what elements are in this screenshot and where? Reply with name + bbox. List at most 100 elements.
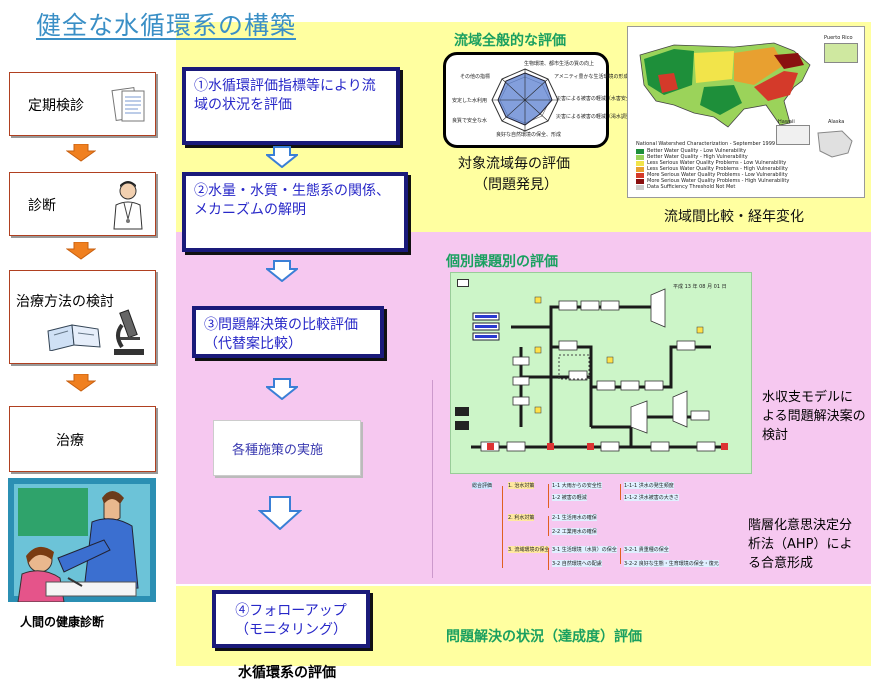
map-label-alaska: Alaska	[828, 119, 845, 125]
vertical-divider	[432, 380, 433, 578]
us-map	[639, 42, 811, 128]
center-step-2: ②水量・水質・生態系の関係、メカニズムの解明	[182, 172, 408, 252]
document-icon	[111, 87, 145, 122]
legend-swatch	[636, 178, 644, 184]
legend-label: Data Sufficiency Threshold Not Met	[647, 184, 736, 190]
ahp-root: 総合評価	[472, 482, 493, 489]
map-legend: Better Water Quality - Low Vulnerability…	[636, 148, 789, 190]
legend-label: More Serious Water Quality Problems - Lo…	[647, 172, 788, 178]
center-step-label: ③問題解決策の比較評価（代替案比較）	[204, 317, 358, 352]
teacher-student-illustration	[8, 478, 156, 602]
us-map-panel: Puerto Rico Hawaii Alaska National Water…	[627, 26, 865, 198]
legend-row: Better Water Quality - Low Vulnerability	[636, 148, 789, 154]
ahp-tree-line	[620, 548, 621, 564]
map-legend-title: National Watershed Characterization - Se…	[636, 141, 776, 147]
legend-row: More Serious Water Quality Problems - Hi…	[636, 178, 789, 184]
center-caption: 水循環系の評価	[238, 665, 336, 681]
center-step-label: ④フォローアップ（モニタリング）	[235, 603, 347, 638]
legend-row: Less Serious Water Quality Problems - Hi…	[636, 166, 789, 172]
legend-row: Data Sufficiency Threshold Not Met	[636, 184, 789, 190]
center-step-1: ①水循環評価指標等により流域の状況を評価	[182, 67, 400, 145]
achievement-evaluation-caption: 問題解決の状況（達成度）評価	[446, 629, 642, 645]
orange-down-arrow	[66, 144, 96, 162]
ahp-tree-line	[620, 484, 621, 500]
problem-discovery-caption: （問題発見）	[474, 177, 558, 193]
radar-label: 生物環境、都市生活の質の向上	[524, 61, 595, 67]
band-divider	[176, 584, 871, 586]
left-step-treatment-plan: 治療方法の検討	[9, 270, 156, 364]
center-step-label: ②水量・水質・生態系の関係、メカニズムの解明	[194, 183, 390, 218]
radar-label: 良好な自然環境の保全、形成	[496, 132, 562, 138]
legend-label: Less Serious Water Quality Problems - Lo…	[647, 160, 787, 166]
legend-label: Better Water Quality - High Vulnerabilit…	[647, 154, 748, 160]
ahp-tree-line	[548, 484, 549, 508]
puerto-rico-inset	[824, 43, 858, 63]
legend-row: More Serious Water Quality Problems - Lo…	[636, 172, 789, 178]
blue-down-arrow	[266, 146, 298, 168]
ahp-tree-line	[502, 486, 503, 568]
blue-down-arrow	[266, 378, 298, 400]
ahp-sub: 1-1-2 洪水被害の大きさ	[624, 494, 679, 501]
legend-swatch	[636, 172, 644, 178]
map-caption: 流域間比較・経年変化	[664, 209, 804, 225]
ahp-sub: 3-2-1 貴重種の保全	[624, 546, 669, 553]
book-icon	[47, 324, 101, 351]
orange-down-arrow	[66, 374, 96, 392]
legend-swatch	[636, 160, 644, 166]
center-step-label: ①水循環評価指標等により流域の状況を評価	[194, 78, 376, 113]
ahp-tree-line	[548, 516, 549, 536]
legend-row: Better Water Quality - High Vulnerabilit…	[636, 154, 789, 160]
left-step-label: 診断	[28, 198, 56, 214]
water-balance-model-panel: 平成 13 年 08 月 01 日	[450, 272, 752, 474]
ahp-leaf: 3-2 自然環境への配慮	[552, 560, 602, 567]
overall-evaluation-heading: 流域全般的な評価	[454, 33, 566, 49]
hawaii-inset	[776, 125, 810, 145]
ahp-leaf: 1-2 被害の軽減	[552, 494, 587, 501]
microscope-icon	[114, 309, 144, 355]
ahp-node: 2. 利水対策	[508, 514, 535, 521]
ahp-node: 3. 流域環境の保全	[508, 546, 550, 553]
radar-label: 災害による被害の軽減（渇水調整指標）	[556, 114, 646, 120]
ahp-sub: 3-2-2 良好な生態・生育環境の保全・復元	[624, 560, 719, 567]
ahp-tree-line	[548, 548, 549, 570]
blue-down-arrow	[266, 260, 298, 282]
center-step-label: 各種施策の実施	[232, 443, 324, 458]
model-small-box	[457, 279, 469, 287]
legend-label: Less Serious Water Quality Problems - Hi…	[647, 166, 788, 172]
blue-down-arrow-large	[258, 496, 302, 530]
center-step-4: 各種施策の実施	[213, 420, 361, 476]
doctor-icon	[113, 181, 143, 230]
model-date: 平成 13 年 08 月 01 日	[673, 284, 727, 290]
ahp-caption: 階層化意思決定分析法（AHP）による合意形成	[748, 518, 853, 571]
center-step-3: ③問題解決策の比較評価（代替案比較）	[192, 306, 384, 358]
model-caption: 水収支モデルによる問題解決案の検討	[762, 390, 866, 443]
ahp-node: 1. 治水対策	[508, 482, 535, 489]
basin-evaluation-caption: 対象流域毎の評価	[458, 156, 570, 172]
legend-label: More Serious Water Quality Problems - Hi…	[647, 178, 790, 184]
legend-row: Less Serious Water Quality Problems - Lo…	[636, 160, 789, 166]
radar-label: アメニティ豊かな生活環境の形成	[554, 74, 629, 80]
radar-chart-box: 生物環境、都市生活の質の向上 アメニティ豊かな生活環境の形成 災害による被害の軽…	[443, 52, 651, 148]
left-step-label: 治療方法の検討	[16, 294, 114, 310]
left-step-diagnosis: 診断	[9, 172, 156, 236]
center-step-5: ④フォローアップ（モニタリング）	[212, 590, 370, 648]
left-step-treatment: 治療	[9, 406, 156, 472]
ahp-tree-panel: 総合評価 1. 治水対策 2. 利水対策 3. 流域環境の保全 1-1 大雨から…	[470, 476, 719, 576]
ahp-leaf: 2-2 工業用水の確保	[552, 528, 597, 535]
legend-swatch	[636, 148, 644, 154]
ahp-leaf: 2-1 生活用水の確保	[552, 514, 597, 521]
left-caption: 人間の健康診断	[20, 615, 105, 629]
radar-chart	[491, 68, 559, 132]
map-label-hawaii: Hawaii	[778, 119, 795, 125]
left-step-checkup: 定期検診	[9, 72, 156, 136]
legend-swatch	[636, 154, 644, 160]
individual-evaluation-heading: 個別課題別の評価	[446, 254, 558, 270]
radar-label: その他の指標	[460, 74, 491, 80]
map-label-puerto-rico: Puerto Rico	[824, 35, 853, 41]
radar-label: 災害による被害の軽減（水害安全度指標）	[556, 96, 651, 102]
ahp-leaf: 1-1 大雨からの安全性	[552, 482, 602, 489]
alaska-inset	[817, 130, 853, 158]
radar-label: 良質で安全な水	[452, 118, 488, 124]
ahp-leaf: 3-1 生活環境（水質）の保全	[552, 546, 617, 553]
legend-swatch	[636, 166, 644, 172]
